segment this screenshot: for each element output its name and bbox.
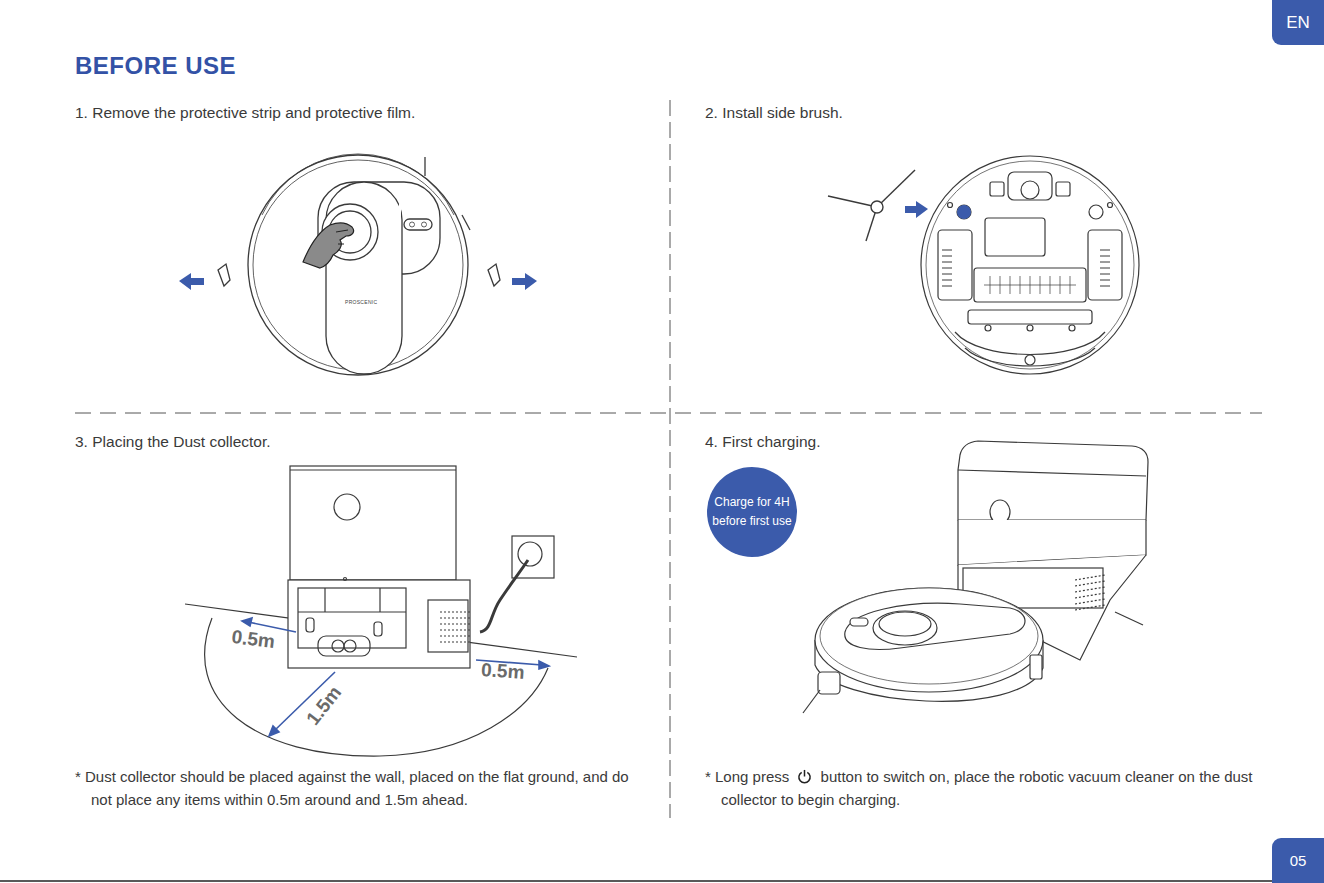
dust-collector-front bbox=[185, 466, 577, 756]
page-rule bbox=[0, 880, 1324, 882]
dimension-label: 1.5m bbox=[302, 682, 346, 730]
step-heading: 4. First charging. bbox=[705, 433, 820, 451]
dimension-label: 0.5m bbox=[230, 626, 276, 653]
page-title: BEFORE USE bbox=[75, 52, 236, 80]
robot-top-view bbox=[218, 154, 500, 375]
node-text: EN bbox=[1286, 13, 1310, 33]
direction-arrow bbox=[179, 273, 204, 290]
brand-logo: PROSCENIC bbox=[345, 299, 377, 305]
note-text: * Long press bbox=[705, 768, 789, 785]
page-number-tab: 05 bbox=[1272, 838, 1324, 883]
charge-badge: Charge for 4H before first use bbox=[707, 467, 797, 557]
step-heading: 2. Install side brush. bbox=[705, 104, 843, 122]
instruction-note: * Long press button to switch on, place … bbox=[705, 765, 1271, 811]
robot-bottom-view bbox=[921, 156, 1139, 374]
dimension-arrow bbox=[242, 618, 549, 736]
dimension-label: 0.5m bbox=[480, 659, 525, 684]
divider-line bbox=[670, 100, 671, 818]
direction-arrow bbox=[512, 273, 537, 290]
robot-on-dock bbox=[803, 441, 1148, 713]
side-brush bbox=[828, 170, 915, 241]
step-heading: 1. Remove the protective strip and prote… bbox=[75, 104, 415, 122]
direction-arrow bbox=[905, 201, 928, 218]
instruction-note: * Dust collector should be placed agains… bbox=[75, 765, 641, 811]
brush-socket bbox=[957, 205, 971, 219]
step-heading: 3. Placing the Dust collector. bbox=[75, 433, 271, 451]
language-tab: EN bbox=[1272, 0, 1324, 45]
node-text: 05 bbox=[1290, 852, 1307, 869]
node-text: Charge for 4H before first use bbox=[710, 493, 794, 531]
divider-line bbox=[75, 413, 1262, 414]
power-icon bbox=[797, 769, 812, 784]
